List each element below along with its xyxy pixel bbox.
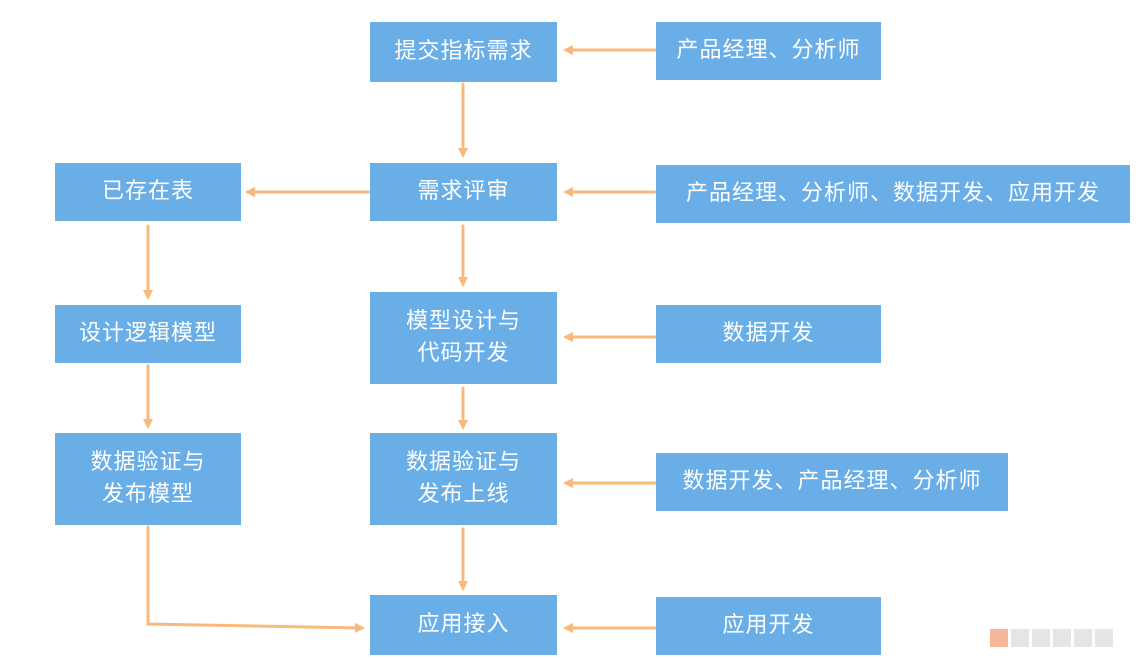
role-release: 数据开发、产品经理、分析师	[656, 453, 1008, 511]
role-release-label: 数据开发、产品经理、分析师	[682, 469, 982, 494]
role-access-label: 应用开发	[722, 613, 815, 638]
node-model-design-dev: 模型设计与 代码开发	[370, 292, 557, 384]
node-requirement-review-label: 需求评审	[417, 179, 510, 204]
role-review: 产品经理、分析师、数据开发、应用开发	[656, 165, 1130, 223]
node-submit-requirement-label: 提交指标需求	[394, 39, 533, 64]
node-verify-model-label: 数据验证与 发布模型	[90, 450, 206, 507]
node-app-access-label: 应用接入	[417, 612, 510, 637]
node-logic-model: 设计逻辑模型	[55, 305, 241, 363]
role-submit-label: 产品经理、分析师	[676, 38, 861, 63]
node-verify-release-label: 数据验证与 发布上线	[405, 450, 521, 507]
node-logic-model-label: 设计逻辑模型	[78, 321, 217, 346]
role-model-dev: 数据开发	[656, 305, 881, 363]
watermark	[990, 626, 1130, 650]
node-verify-model: 数据验证与 发布模型	[55, 433, 241, 525]
node-verify-release: 数据验证与 发布上线	[370, 433, 557, 525]
role-review-label: 产品经理、分析师、数据开发、应用开发	[685, 181, 1100, 206]
node-app-access: 应用接入	[370, 595, 557, 655]
node-model-design-dev-label: 模型设计与 代码开发	[405, 309, 521, 366]
node-requirement-review: 需求评审	[370, 163, 557, 221]
node-existing-table-label: 已存在表	[101, 179, 194, 204]
node-submit-requirement: 提交指标需求	[370, 22, 557, 82]
role-access: 应用开发	[656, 597, 881, 655]
arrow-verify-access	[146, 525, 365, 633]
node-existing-table: 已存在表	[55, 163, 241, 221]
role-submit: 产品经理、分析师	[656, 22, 881, 80]
role-model-dev-label: 数据开发	[722, 321, 815, 346]
